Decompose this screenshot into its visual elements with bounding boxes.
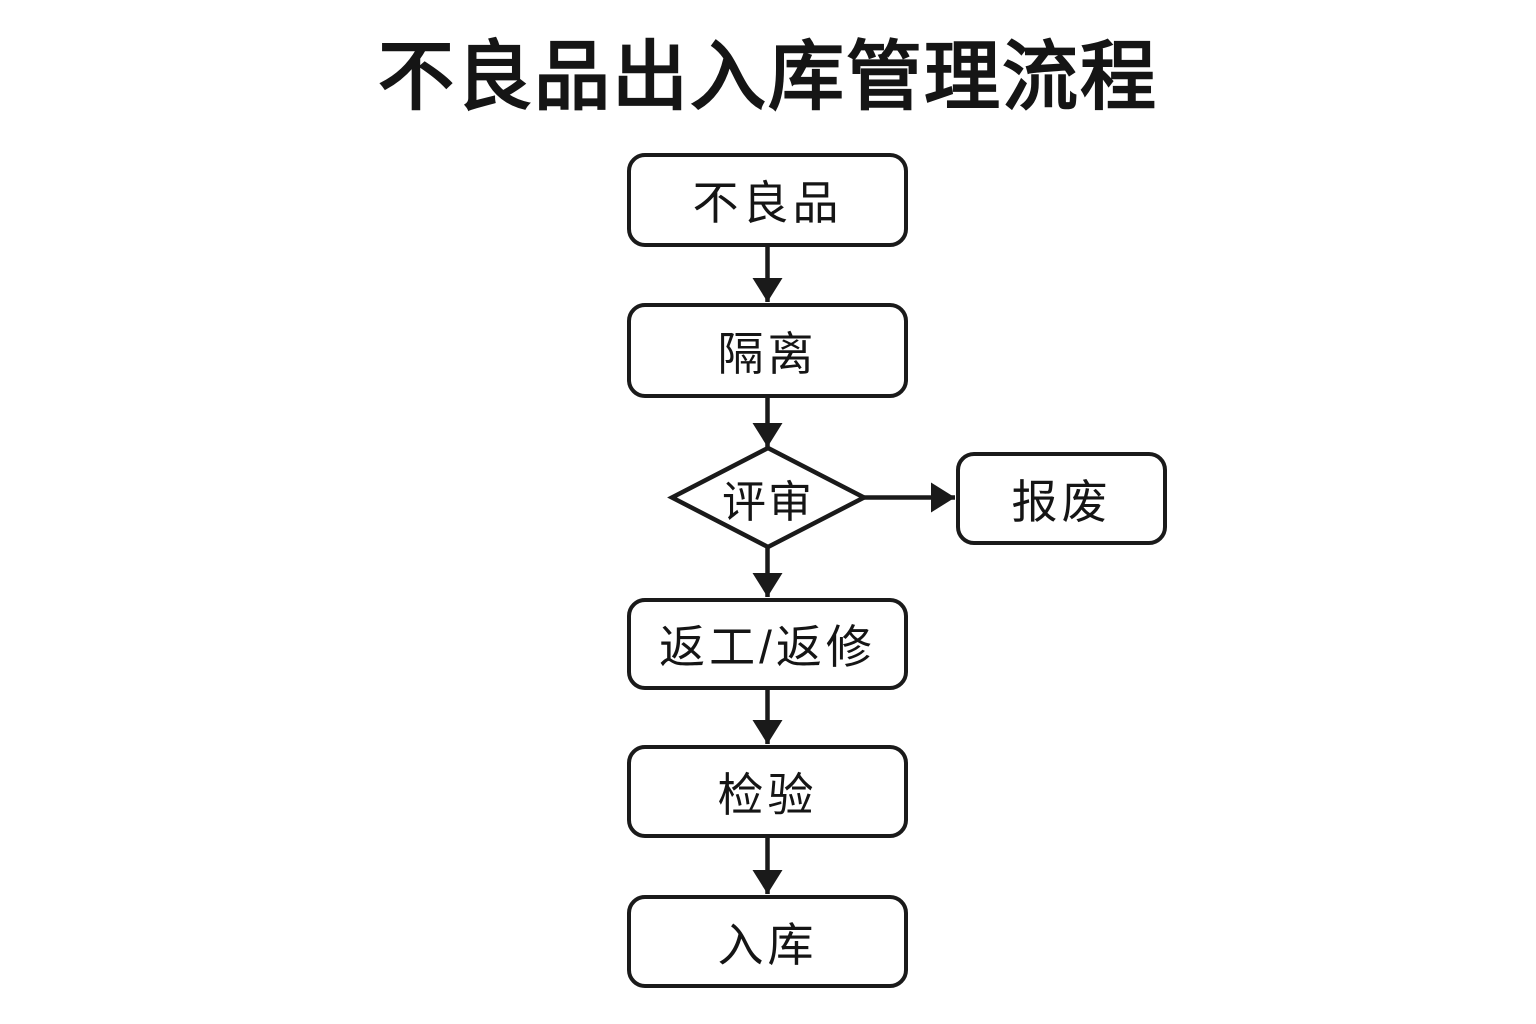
node-defective-product: 不良品 [627,153,908,247]
node-inspection-label: 检验 [717,768,818,821]
node-scrap: 报废 [956,452,1167,545]
node-review: 评审 [672,448,864,547]
node-inspection: 检验 [627,745,908,838]
node-review-label: 评审 [722,477,814,527]
node-rework-repair: 返工/返修 [627,598,908,690]
node-defective-product-label: 不良品 [692,177,843,229]
review-decision-diamond [667,445,869,550]
node-rework-repair-label: 返工/返修 [659,621,876,673]
node-scrap-label: 报废 [1011,475,1112,528]
node-isolation: 隔离 [627,303,908,398]
node-warehouse-in: 入库 [627,895,908,988]
node-isolation-label: 隔离 [717,327,818,380]
node-warehouse-in-label: 入库 [717,918,818,971]
page-title: 不良品出入库管理流程 [378,35,1158,120]
